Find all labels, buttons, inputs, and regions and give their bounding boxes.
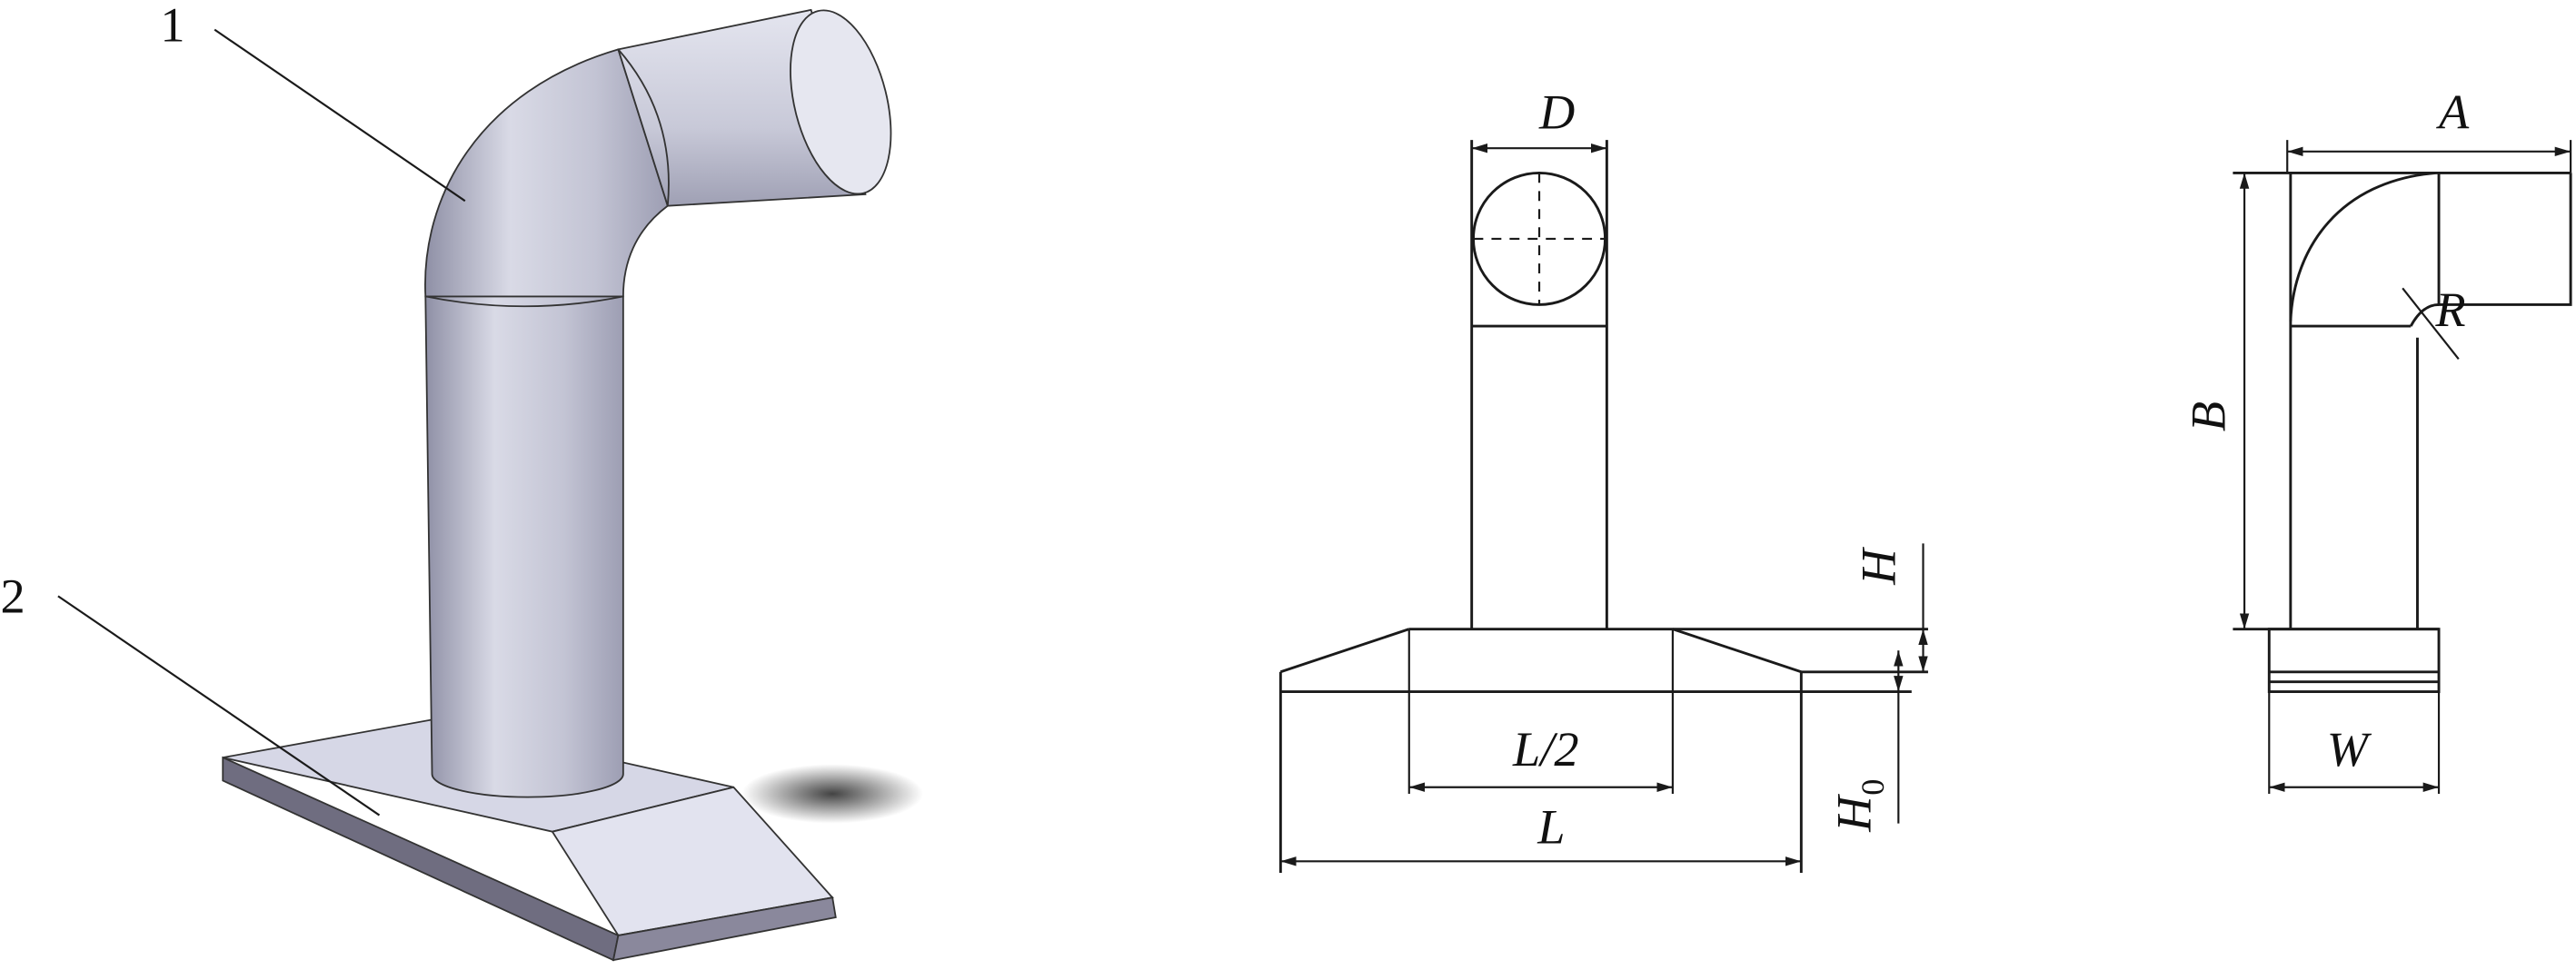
pipe	[424, 8, 892, 798]
label-A: A	[2436, 84, 2470, 139]
label-D: D	[1538, 84, 1575, 139]
dimension-R	[2402, 287, 2460, 360]
leader-line-1	[214, 28, 466, 203]
shadow	[741, 764, 923, 824]
front-view: D L/2 L H H 0	[1278, 84, 1928, 874]
label-H0: H 0	[1826, 779, 1891, 833]
callout-2: 2	[0, 569, 25, 624]
label-L-half: L/2	[1512, 722, 1579, 777]
svg-text:0: 0	[1855, 779, 1891, 796]
side-view: A R B W	[2181, 84, 2572, 794]
isometric-render: 1 2	[0, 0, 923, 962]
svg-text:H: H	[1826, 794, 1881, 833]
label-H: H	[1852, 547, 1906, 586]
label-L: L	[1537, 799, 1565, 854]
callout-1: 1	[160, 0, 184, 52]
label-R: R	[2434, 282, 2465, 337]
leader-line-2	[57, 595, 381, 817]
label-W: W	[2327, 722, 2372, 777]
label-B: B	[2181, 401, 2235, 431]
